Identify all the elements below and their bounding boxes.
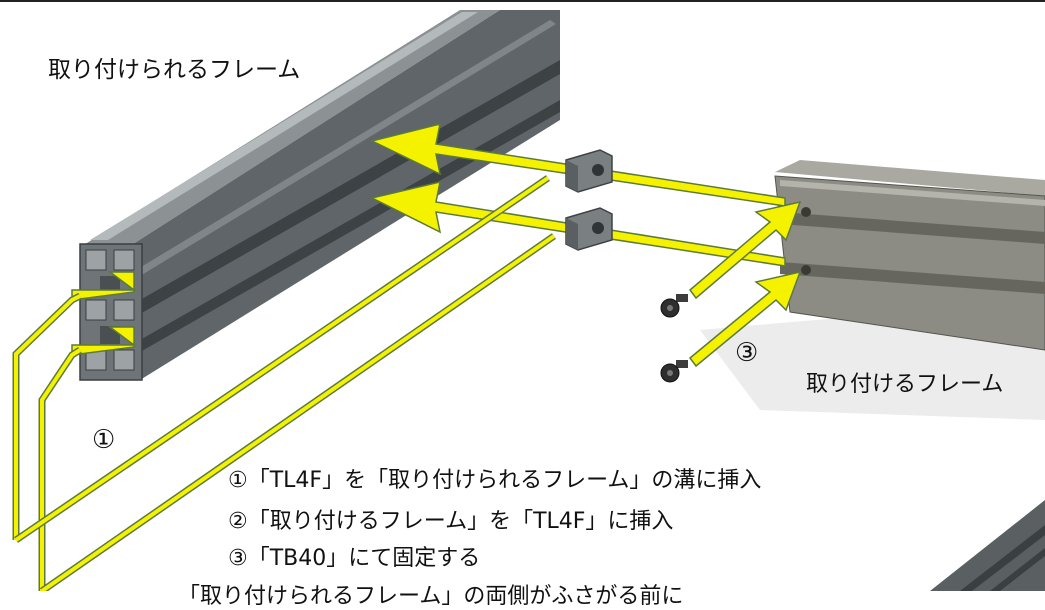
instruction-step-1: ①「TL4F」を「取り付けられるフレーム」の溝に挿入 xyxy=(228,468,762,493)
target-frame xyxy=(79,10,560,381)
tl4f-connector-lower xyxy=(565,207,613,251)
tl4f-connector-upper xyxy=(565,149,613,193)
target-frame-label: 取り付けられるフレーム xyxy=(48,57,301,83)
assembly-diagram xyxy=(0,0,1045,591)
instruction-step-3: ③「TB40」にて固定する xyxy=(228,546,481,571)
instruction-step-2: ②「取り付けるフレーム」を「TL4F」に挿入 xyxy=(228,509,674,534)
step-number-3: ③ xyxy=(735,338,759,368)
insert-paths xyxy=(12,122,802,591)
corner-frame xyxy=(930,500,1045,591)
tb40-bolt-upper xyxy=(660,294,688,318)
tb40-bolt-lower xyxy=(660,360,688,383)
step-number-1: ① xyxy=(92,425,116,455)
attach-frame-label: 取り付けるフレーム xyxy=(806,372,1004,397)
instruction-note: 「取り付けられるフレーム」の両側がふさがる前に xyxy=(178,584,684,609)
attach-frame xyxy=(774,160,1045,351)
